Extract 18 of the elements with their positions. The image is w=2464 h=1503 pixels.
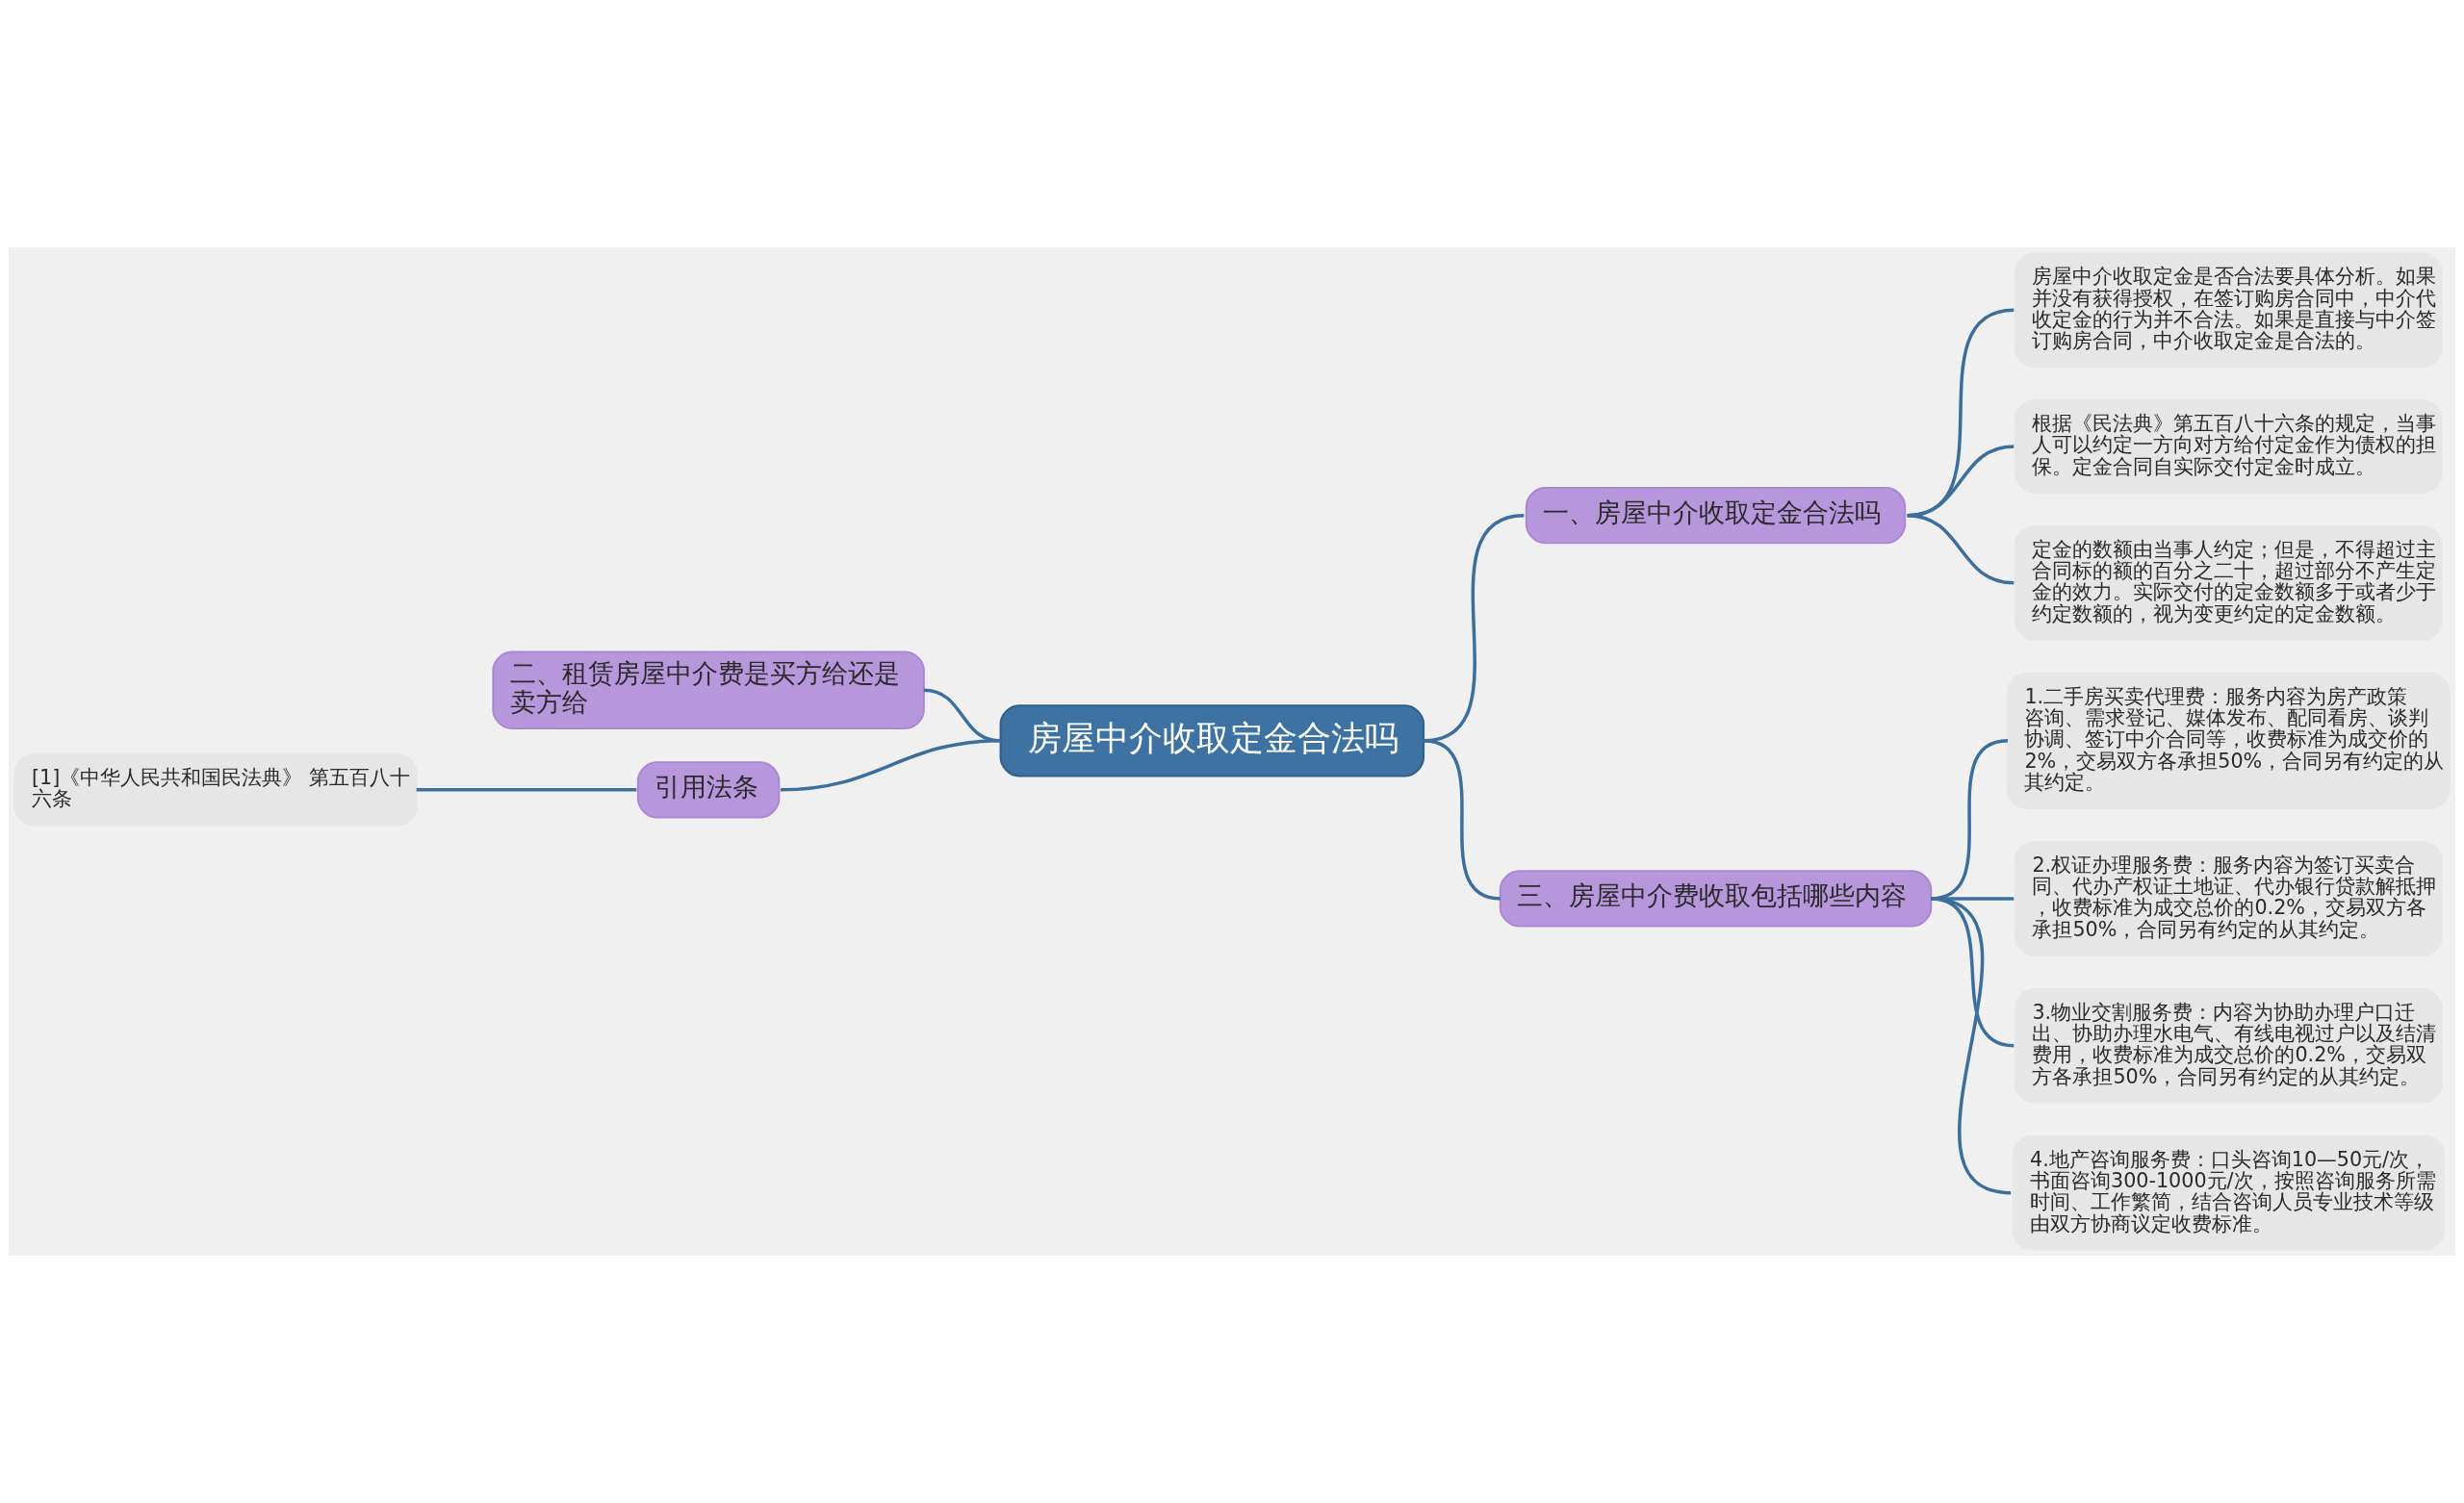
node-box: 二、租赁房屋中介费是买方给还是卖方给 bbox=[492, 650, 925, 730]
connector bbox=[1930, 897, 2012, 1195]
connector bbox=[1907, 513, 2015, 585]
node-box: 房屋中介收取定金是否合法要具体分析。如果并没有获得授权，在签订购房合同中，中介代收定金的行为并不合法。如果是直接与中介签订购房合同，中介收取定金是合法的。 bbox=[2014, 252, 2443, 369]
node-box: 根据《民法典》第五百八十六条的规定，当事人可以约定一方向对方给付定金作为债权的担保。定金合同自实际交付定金时成立。 bbox=[2014, 399, 2443, 494]
node-box: 3.物业交割服务费：内容为协助办理户口迁出、协助办理水电气、有线电视过户以及结清费用，收费标准为成交总价的0.2%，交易双方各承担50%，合同另有约定的从其约定。 bbox=[2014, 987, 2443, 1104]
node-box: 定金的数额由当事人约定；但是，不得超过主合同标的额的百分之二十，超过部分不产生定金的效力。实际交付的定金数额多于或者少于约定数额的，视为变更约定的定金数额。 bbox=[2014, 524, 2443, 641]
connector bbox=[416, 788, 637, 792]
node-box: [1]《中华人民共和国民法典》 第五百八十六条 bbox=[13, 753, 418, 827]
connector bbox=[1423, 739, 1502, 901]
node-box: 4.地产咨询服务费：口头咨询10—50元/次，书面咨询300-1000元/次，按照咨询服务所需时间、工作繁简，结合咨询人员专业技术等级由双方协商议定收费标准。 bbox=[2012, 1134, 2445, 1251]
node-box: 房屋中介收取定金合法吗 bbox=[999, 704, 1425, 777]
node-box: 一、房屋中介收取定金合法吗 bbox=[1525, 487, 1907, 545]
connector bbox=[780, 739, 1001, 792]
node-box: 1.二手房买卖代理费：服务内容为房产政策咨询、需求登记、媒体发布、配同看房、谈判协调、签订中介合同等，收费标准为成交价的2%，交易双方各承担50%，合同另有约定的从其约定。 bbox=[2006, 672, 2451, 809]
node-box: 引用法条 bbox=[636, 761, 781, 819]
node-box: 三、房屋中介费收取包括哪些内容 bbox=[1499, 870, 1933, 928]
node-box: 2.权证办理服务费：服务内容为签订买卖合同、代办产权证土地证、代办银行贷款解抵押，收费标准为成交总价的0.2%，交易双方各承担50%，合同另有约定的从其约定。 bbox=[2014, 841, 2443, 956]
